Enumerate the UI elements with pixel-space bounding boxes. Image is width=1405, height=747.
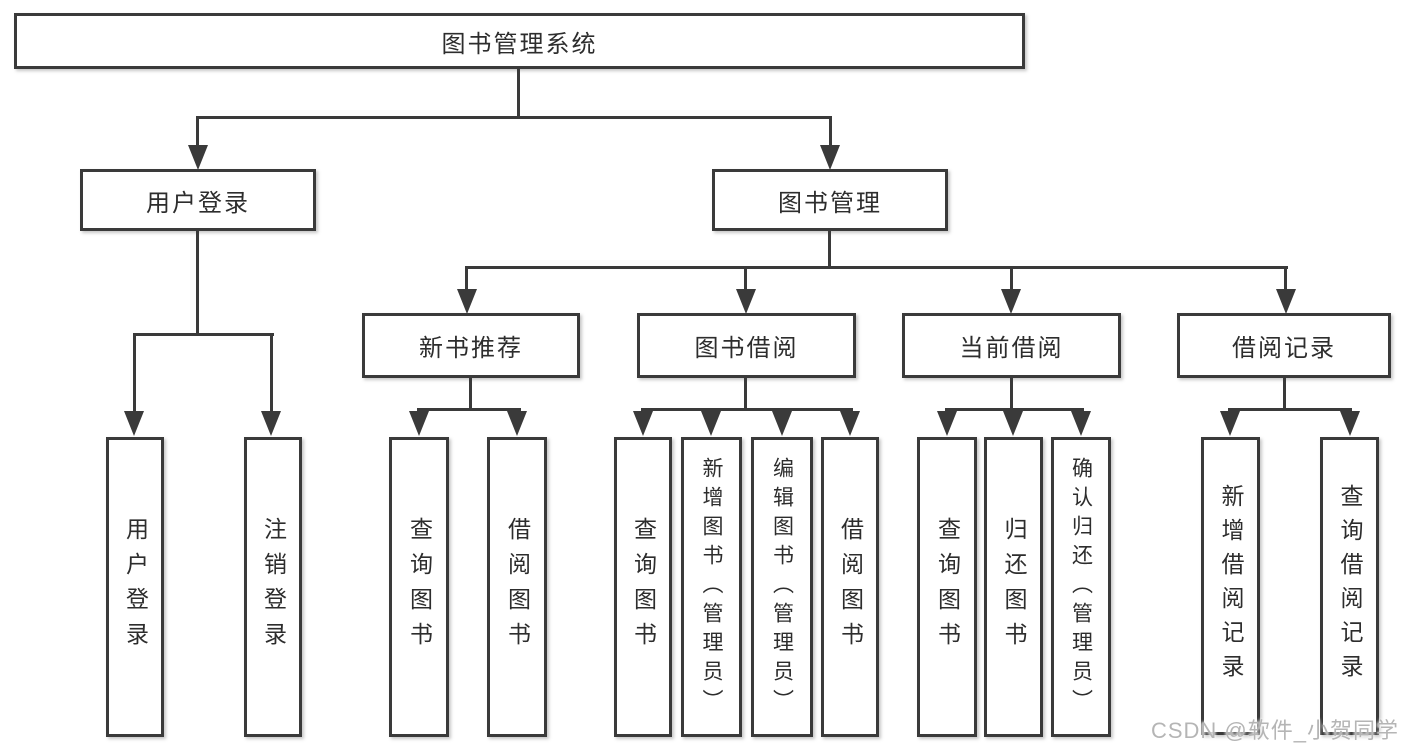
- arrowhead-down: [736, 289, 756, 314]
- arrowhead-down: [457, 289, 477, 314]
- arrowhead-down: [188, 145, 208, 170]
- node-borrowing-records: 借阅记录: [1177, 313, 1391, 378]
- node-label: 用户登录: [122, 517, 149, 657]
- connector-line: [417, 408, 521, 411]
- node-current-confirm-return-admin: 确认归还（管理员）: [1051, 437, 1111, 737]
- node-label: 借阅记录: [1232, 335, 1336, 362]
- node-records-add-record: 新增借阅记录: [1201, 437, 1260, 735]
- node-book-borrowing: 图书借阅: [637, 313, 856, 378]
- node-user-login: 用户登录: [80, 169, 316, 231]
- node-label: 归还图书: [1001, 517, 1027, 657]
- node-label: 新书推荐: [419, 335, 523, 362]
- arrowhead-down: [1071, 411, 1091, 436]
- arrowhead-down: [507, 411, 527, 436]
- node-new-book-recommend: 新书推荐: [362, 313, 580, 378]
- connector-line: [133, 336, 136, 412]
- connector-line: [641, 408, 853, 411]
- node-newbook-query-book: 查询图书: [389, 437, 449, 737]
- connector-line: [828, 231, 831, 267]
- node-label: 查询图书: [934, 517, 961, 657]
- node-label: 新增图书（管理员）: [700, 456, 723, 718]
- node-records-query-record: 查询借阅记录: [1320, 437, 1379, 735]
- arrowhead-down: [633, 411, 653, 436]
- arrowhead-down: [261, 411, 281, 436]
- connector-line: [270, 336, 273, 412]
- node-label: 借阅图书: [837, 517, 864, 657]
- node-label: 图书管理: [778, 189, 882, 217]
- node-label: 新增借阅记录: [1218, 484, 1244, 688]
- node-label: 图书借阅: [694, 335, 799, 362]
- connector-line: [133, 333, 274, 336]
- watermark: CSDN @软件_小贺同学: [1150, 718, 1399, 743]
- arrowhead-down: [1340, 411, 1360, 436]
- node-borrow-borrow-book: 借阅图书: [821, 437, 879, 737]
- arrowhead-down: [1220, 411, 1240, 436]
- node-borrow-query-book: 查询图书: [614, 437, 672, 737]
- connector-line: [465, 269, 468, 291]
- connector-line: [1228, 408, 1352, 411]
- connector-line: [1283, 378, 1286, 411]
- node-current-query-book: 查询图书: [917, 437, 977, 737]
- connector-line: [196, 231, 199, 334]
- node-current-return-book: 归还图书: [984, 437, 1043, 737]
- node-label: 查询图书: [406, 517, 433, 657]
- arrowhead-down: [772, 411, 792, 436]
- node-borrow-add-book-admin: 新增图书（管理员）: [681, 437, 742, 737]
- arrowhead-down: [1003, 411, 1023, 436]
- node-label: 借阅图书: [504, 517, 531, 657]
- arrowhead-down: [820, 145, 840, 170]
- node-label: 编辑图书（管理员）: [770, 456, 794, 718]
- node-newbook-borrow-book: 借阅图书: [487, 437, 547, 737]
- node-label: 注销登录: [260, 517, 287, 657]
- arrowhead-down: [937, 411, 957, 436]
- connector-line: [744, 378, 747, 411]
- connector-line: [517, 69, 520, 117]
- node-label: 查询借阅记录: [1337, 484, 1363, 688]
- node-user-login-leaf: 用户登录: [106, 437, 164, 737]
- connector-line: [945, 408, 1084, 411]
- connector-line: [1010, 378, 1013, 411]
- connector-line: [744, 269, 747, 291]
- arrowhead-down: [124, 411, 144, 436]
- node-logout: 注销登录: [244, 437, 302, 737]
- connector-line: [465, 266, 1288, 269]
- node-label: 当前借阅: [959, 335, 1064, 362]
- connector-line: [469, 378, 472, 411]
- connector-line: [829, 119, 832, 146]
- arrowhead-down: [409, 411, 429, 436]
- connector-line: [196, 116, 832, 119]
- node-label: 确认归还（管理员）: [1069, 456, 1093, 718]
- connector-line: [1284, 269, 1287, 291]
- node-book-management: 图书管理: [712, 169, 948, 231]
- connector-line: [196, 119, 199, 146]
- arrowhead-down: [1001, 289, 1021, 314]
- arrowhead-down: [1276, 289, 1296, 314]
- node-current-borrowing: 当前借阅: [902, 313, 1121, 378]
- node-borrow-edit-book-admin: 编辑图书（管理员）: [751, 437, 813, 737]
- node-label: 图书管理系统: [441, 30, 598, 58]
- node-label: 用户登录: [146, 189, 250, 217]
- arrowhead-down: [701, 411, 721, 436]
- node-label: 查询图书: [630, 517, 657, 657]
- connector-line: [1010, 269, 1013, 291]
- node-library-management-system: 图书管理系统: [14, 13, 1025, 69]
- arrowhead-down: [840, 411, 860, 436]
